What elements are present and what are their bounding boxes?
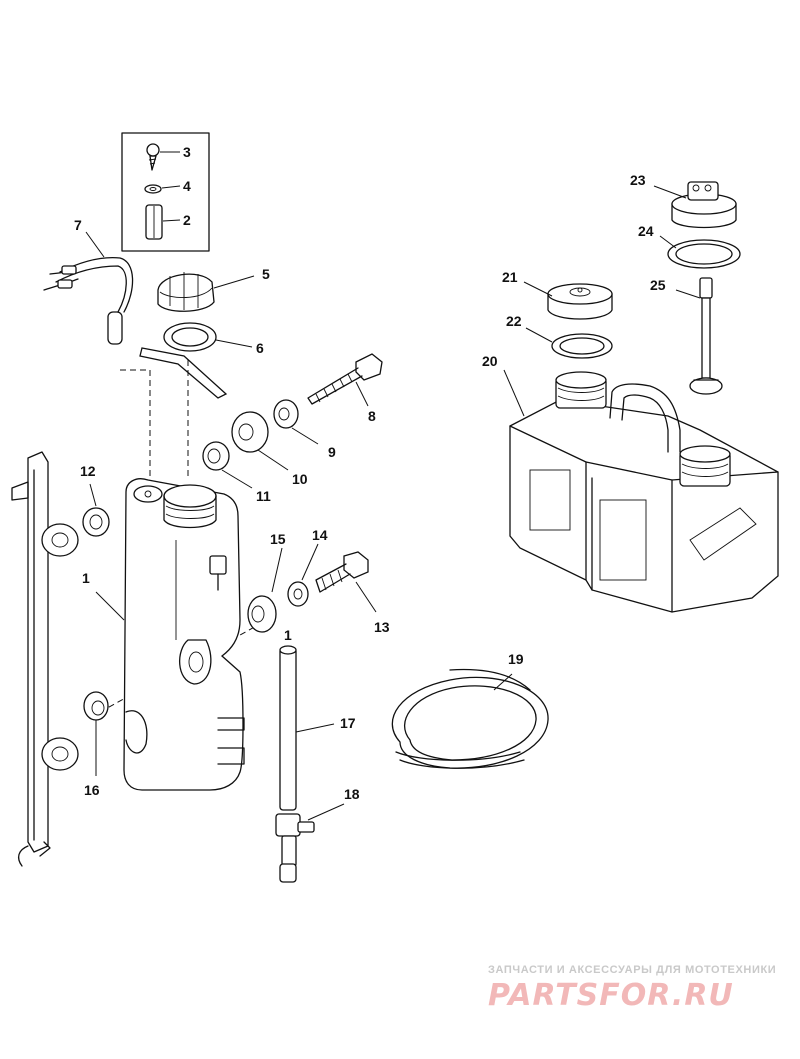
callout-9: 9 (328, 444, 336, 460)
callout-17: 17 (340, 715, 356, 731)
callout-19: 19 (508, 651, 524, 667)
fuel-tank-20 (509, 371, 779, 613)
washer-14 (287, 581, 309, 607)
callout-1-rail: 1 (284, 627, 292, 643)
grommet-15 (247, 595, 277, 633)
wire-harness-7 (43, 256, 134, 345)
callout-7: 7 (74, 217, 82, 233)
sleeve-2 (145, 204, 163, 240)
inset-box-small-parts (121, 132, 210, 252)
callout-22: 22 (506, 313, 522, 329)
washer-9 (273, 399, 299, 429)
bracket-rail-1 (11, 451, 79, 867)
gauge-tube-25 (689, 277, 723, 395)
hose-19 (391, 668, 549, 769)
gasket-strap-6 (139, 322, 228, 399)
bushing-11 (202, 441, 230, 471)
callout-20: 20 (482, 353, 498, 369)
callout-5: 5 (262, 266, 270, 282)
callout-10: 10 (292, 471, 308, 487)
callout-6: 6 (256, 340, 264, 356)
bushing-12 (82, 507, 110, 537)
callout-2: 2 (183, 212, 191, 228)
callout-15: 15 (270, 531, 286, 547)
gasket-22 (551, 333, 613, 359)
callout-16: 16 (84, 782, 100, 798)
grommet-10 (231, 411, 269, 453)
washer-4 (144, 184, 162, 194)
callout-18: 18 (344, 786, 360, 802)
callout-21: 21 (502, 269, 518, 285)
bushing-16 (83, 691, 109, 721)
tank-cap-21 (547, 283, 613, 320)
callout-4: 4 (183, 178, 191, 194)
oil-tank-1 (123, 478, 245, 791)
callout-25: 25 (650, 277, 666, 293)
screw-3 (146, 143, 160, 171)
callout-24: 24 (638, 223, 654, 239)
tube-17 (279, 645, 297, 811)
watermark-tagline: ЗАПЧАСТИ И АКСЕССУАРЫ ДЛЯ МОТОТЕХНИКИ (488, 964, 777, 976)
bolt-13 (315, 551, 369, 593)
gasket-24 (667, 239, 741, 269)
callout-1-tank: 1 (82, 570, 90, 586)
callout-14: 14 (312, 527, 328, 543)
callout-3: 3 (183, 144, 191, 160)
watermark-logo: PARTSFOR.RU (488, 978, 734, 1013)
fuel-cap-5 (157, 272, 215, 312)
fuel-gauge-23 (671, 181, 737, 229)
bolt-8 (307, 353, 383, 405)
fitting-18 (275, 813, 315, 883)
callout-8: 8 (368, 408, 376, 424)
callout-12: 12 (80, 463, 96, 479)
callout-11: 11 (256, 488, 271, 504)
callout-13: 13 (374, 619, 390, 635)
callout-23: 23 (630, 172, 646, 188)
